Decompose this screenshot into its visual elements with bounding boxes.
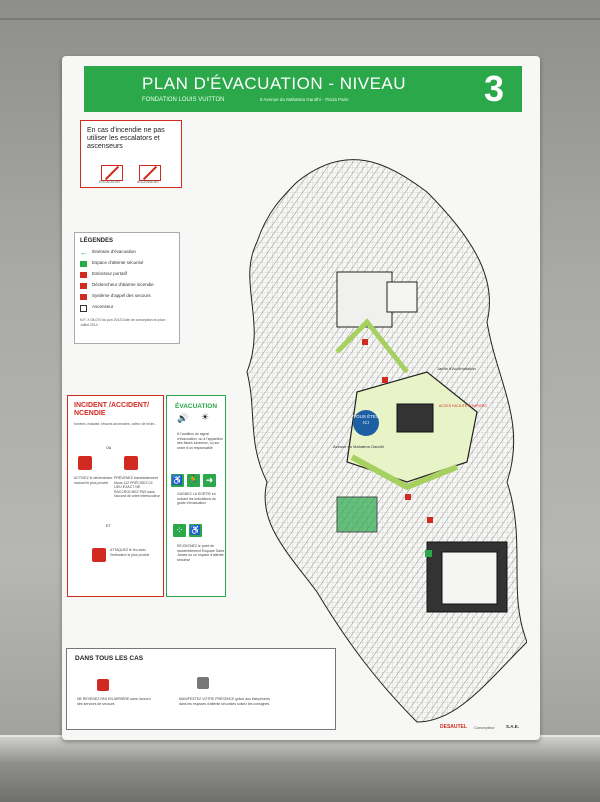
designer-name: S.A.E. [506, 724, 520, 729]
evacuation-route [335, 318, 409, 374]
no-return-icon [97, 679, 109, 691]
installer-logo: DESAUTEL [440, 724, 467, 730]
legend-item-label: Déclencheur d'alarme incendie [92, 282, 154, 287]
header-banner: PLAN D'ÉVACUATION - NIVEAU FONDATION LOU… [84, 66, 522, 112]
evacuation-step3: REJOIGNEZ le point de rassemblement Esqu… [177, 544, 224, 562]
legend-item: ← Itinéraire d'évacuation [80, 249, 176, 257]
incident-title: INCIDENT /ACCIDENT/ NCENDIE [74, 402, 150, 417]
evacuation-route [350, 454, 459, 491]
no-return-text: NE REVENEZ PAS EN ARRIÈRE sans l'accord … [77, 697, 151, 706]
running-man-icon: 🏃 [187, 474, 200, 487]
designer-label: Concepteur [474, 725, 495, 730]
alarm-trigger-icon [80, 283, 87, 289]
safe-area-marker [425, 550, 432, 557]
legend-item: Système d'appel des secours [80, 293, 176, 301]
evacuation-step2: GAGNEZ LA SORTIE en suivant les indicati… [177, 492, 216, 505]
warning-icon-label: ESCALATOR [99, 180, 120, 184]
legend-item-label: Itinéraire d'évacuation [92, 249, 136, 254]
elevator-icon [80, 305, 87, 312]
extinguisher-marker [362, 339, 368, 345]
legend-item-label: Ascenseur [92, 304, 114, 309]
no-elevator-icon [139, 165, 161, 181]
warning-icon-label: ASCENSEUR [137, 180, 159, 184]
skylight [396, 403, 434, 433]
alarm-marker [427, 517, 433, 523]
all-cases-title: DANS TOUS LES CAS [75, 655, 144, 662]
legend-item: Extincteur portatif [80, 271, 176, 279]
floor-plan-map: VOUS ÊTES ICI Avenue du Mahatma Gandhi J… [227, 122, 528, 728]
level-number: 3 [483, 68, 504, 109]
warning-text: En cas d'incendie ne pas utiliser les es… [87, 127, 165, 150]
legend-note: N.F. X 08-070 du juin 2013 Date de conce… [80, 318, 167, 327]
alert-text: PRÉVENEZ immédiatement Mous 112 PRÉCISEZ… [114, 476, 160, 498]
incident-panel: INCIDENT /ACCIDENT/ NCENDIE fumées, mala… [67, 395, 164, 597]
building-outline [246, 159, 528, 723]
flash-light-icon: ☀ [201, 412, 210, 422]
legend-item: Espace d'attente sécurisé [80, 260, 176, 268]
intercom-icon [197, 677, 209, 689]
alarm-button-icon [78, 456, 92, 470]
avenue-label: Avenue du Mahatma Gandhi [333, 444, 384, 449]
legend-item-label: Système d'appel des secours [92, 293, 151, 298]
legend-item: Déclencheur d'alarme incendie [80, 282, 176, 290]
escalator-warning: En cas d'incendie ne pas utiliser les es… [80, 120, 182, 188]
extinguisher-icon [92, 548, 106, 562]
activate-text: ACTIVEZ le déclencheur manuel le plus pr… [74, 476, 113, 485]
incident-intro: fumées, malaise, lésions anormales, odeu… [74, 422, 158, 426]
evacuation-panel: ÉVACUATION 🔊 ☀ À l'audition du signal d'… [166, 395, 226, 597]
emergency-call-icon [80, 294, 87, 300]
presence-text: MANIFESTEZ VOTRE PRÉSENCE grâce aux inte… [179, 697, 271, 706]
wall-joint [0, 18, 600, 20]
evacuation-step1: À l'audition du signal d'évacuation, ou … [177, 432, 224, 450]
exit-arrow-icon: ➜ [203, 474, 216, 487]
extinguisher-marker [405, 494, 411, 500]
alarm-marker [382, 377, 388, 383]
or-label: OU [106, 446, 112, 450]
garden-label: Jardin d'Acclimatation [437, 366, 476, 371]
header-address: 8 Avenue du Mahatma Gandhi - 75116 Paris [260, 97, 349, 102]
legend: LÉGENDES ← Itinéraire d'évacuation Espac… [74, 232, 180, 344]
phone-icon [124, 456, 138, 470]
all-cases-panel: DANS TOUS LES CAS NE REVENEZ PAS EN ARRI… [66, 648, 336, 730]
metal-rail [0, 735, 600, 802]
legend-item-label: Espace d'attente sécurisé [92, 260, 144, 265]
safe-area-icon [80, 261, 87, 267]
evacuation-plan-sign: PLAN D'ÉVACUATION - NIVEAU FONDATION LOU… [62, 56, 540, 740]
assembly-point-icon: ⁘ [173, 524, 186, 537]
no-escalator-icon [101, 165, 123, 181]
header-subtitle: FONDATION LOUIS VUITTON [142, 97, 225, 103]
wheelchair-icon: ♿ [189, 524, 202, 537]
extinguisher-icon [80, 272, 87, 278]
safe-area [336, 496, 378, 533]
page-title: PLAN D'ÉVACUATION - NIVEAU [142, 74, 407, 93]
green-arrow-icon: ← [80, 248, 88, 257]
legend-item-label: Extincteur portatif [92, 271, 128, 276]
alarm-sound-icon: 🔊 [177, 413, 189, 423]
and-label: ET [106, 524, 111, 528]
attack-text: ATTAQUEZ le feu avec l'extincteur le plu… [110, 548, 150, 557]
you-are-here-marker: VOUS ÊTES ICI [353, 410, 379, 436]
legend-title: LÉGENDES [80, 238, 114, 244]
gallery-room [336, 271, 393, 328]
evacuation-title: ÉVACUATION [175, 403, 218, 410]
wheelchair-icon: ♿ [171, 474, 184, 487]
legend-item: Ascenseur [80, 304, 176, 312]
firefighter-access-label: ACCES FACILITÉ POMPIERS [439, 404, 487, 408]
